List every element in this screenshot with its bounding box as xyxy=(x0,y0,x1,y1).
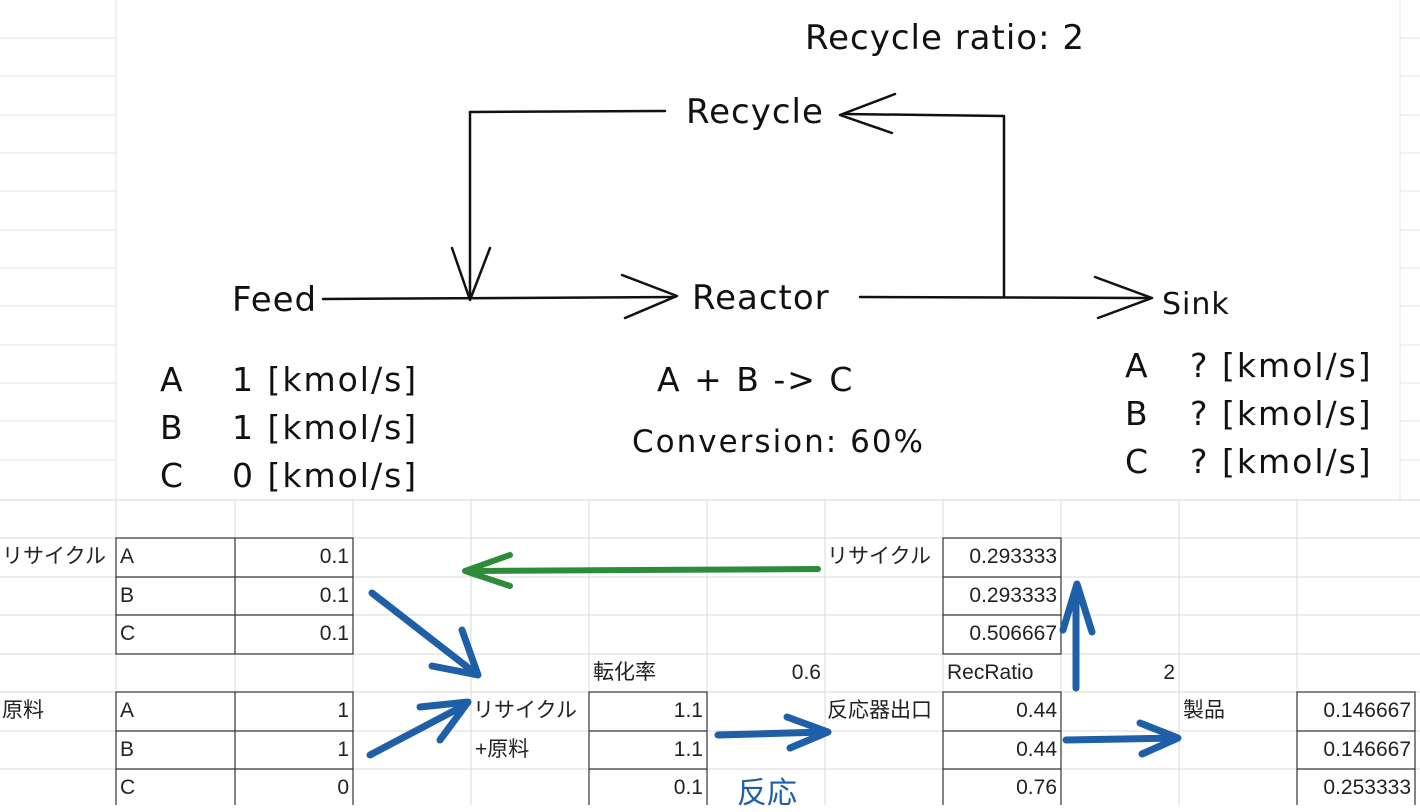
sink-value-c: ? [kmol/s] xyxy=(1190,442,1373,481)
recycle-ratio-text: Recycle ratio: 2 xyxy=(805,18,1085,58)
flow-diagram-lines xyxy=(321,92,1154,320)
blue-arrow-reactor-to-product xyxy=(1062,719,1182,758)
recycle-in-comp-b[interactable]: B xyxy=(120,584,135,607)
feed-value-a: 1 [kmol/s] xyxy=(232,360,419,399)
reactor-out-value-c[interactable]: 0.76 xyxy=(1016,776,1057,799)
product-value-a[interactable]: 0.146667 xyxy=(1323,699,1411,722)
sink-value-b: ? [kmol/s] xyxy=(1190,394,1373,433)
conversion-label[interactable]: 転化率 xyxy=(593,661,656,684)
recycle-in-value-b[interactable]: 0.1 xyxy=(319,584,349,607)
recratio-label[interactable]: RecRatio xyxy=(947,661,1034,684)
conversion-text: Conversion: 60% xyxy=(632,424,926,460)
mix-label-2[interactable]: +原料 xyxy=(475,738,530,761)
feed-value-b-cell[interactable]: 1 xyxy=(337,738,349,761)
feed-comp-b: B xyxy=(160,408,185,447)
product-value-b[interactable]: 0.146667 xyxy=(1323,738,1411,761)
sink-comp-a: A xyxy=(1125,346,1150,385)
recycle-in-comp-a[interactable]: A xyxy=(120,545,135,568)
mix-label-1[interactable]: リサイクル xyxy=(473,699,577,722)
blue-arrow-reactor-to-recycle xyxy=(1059,580,1096,692)
recycle-out-label[interactable]: リサイクル xyxy=(827,545,931,568)
reactor-out-value-b[interactable]: 0.44 xyxy=(1016,738,1057,761)
reactor-out-value-a[interactable]: 0.44 xyxy=(1016,699,1057,722)
product-label[interactable]: 製品 xyxy=(1183,699,1225,722)
recycle-in-value-a[interactable]: 0.1 xyxy=(319,545,349,568)
recycle-out-value-a[interactable]: 0.293333 xyxy=(969,545,1057,568)
sink-comp-b: B xyxy=(1125,394,1150,433)
recycle-in-comp-c[interactable]: C xyxy=(120,622,136,645)
feed-comp-a: A xyxy=(160,360,185,399)
mix-value-b[interactable]: 1.1 xyxy=(673,738,703,761)
mix-value-c[interactable]: 0.1 xyxy=(673,776,703,799)
feed-comp-c-cell[interactable]: C xyxy=(120,776,136,799)
mix-value-a[interactable]: 1.1 xyxy=(673,699,703,722)
blue-arrow-recycle-to-mix xyxy=(368,589,482,679)
feed-value-b: 1 [kmol/s] xyxy=(232,408,419,447)
feed-node-label: Feed xyxy=(232,280,318,320)
reaction-equation: A + B -> C xyxy=(657,360,855,399)
product-value-c[interactable]: 0.253333 xyxy=(1323,776,1411,799)
sink-node-label: Sink xyxy=(1162,287,1230,322)
feed-value-c: 0 [kmol/s] xyxy=(232,456,419,495)
feed-comp-c: C xyxy=(160,456,186,495)
recycle-node-label: Recycle xyxy=(686,92,824,132)
conversion-value[interactable]: 0.6 xyxy=(791,661,821,684)
blue-arrow-feed-to-mix xyxy=(366,698,472,759)
blue-arrow-mix-to-reactor xyxy=(714,713,832,752)
feed-comp-b-cell[interactable]: B xyxy=(120,738,135,761)
feed-label[interactable]: 原料 xyxy=(2,699,44,722)
recycle-in-value-c[interactable]: 0.1 xyxy=(319,622,349,645)
recycle-out-value-b[interactable]: 0.293333 xyxy=(969,584,1057,607)
feed-comp-a-cell[interactable]: A xyxy=(120,699,135,722)
feed-value-a-cell[interactable]: 1 xyxy=(337,699,349,722)
green-recycle-arrow xyxy=(462,552,821,589)
recratio-value[interactable]: 2 xyxy=(1163,661,1175,684)
recycle-in-label[interactable]: リサイクル xyxy=(2,545,106,568)
sink-value-a: ? [kmol/s] xyxy=(1190,346,1373,385)
feed-value-c-cell[interactable]: 0 xyxy=(337,776,349,799)
sink-comp-c: C xyxy=(1125,442,1151,481)
recycle-out-value-c[interactable]: 0.506667 xyxy=(969,622,1057,645)
reactor-out-label[interactable]: 反応器出口 xyxy=(827,699,932,722)
reactor-node-label: Reactor xyxy=(692,278,830,318)
